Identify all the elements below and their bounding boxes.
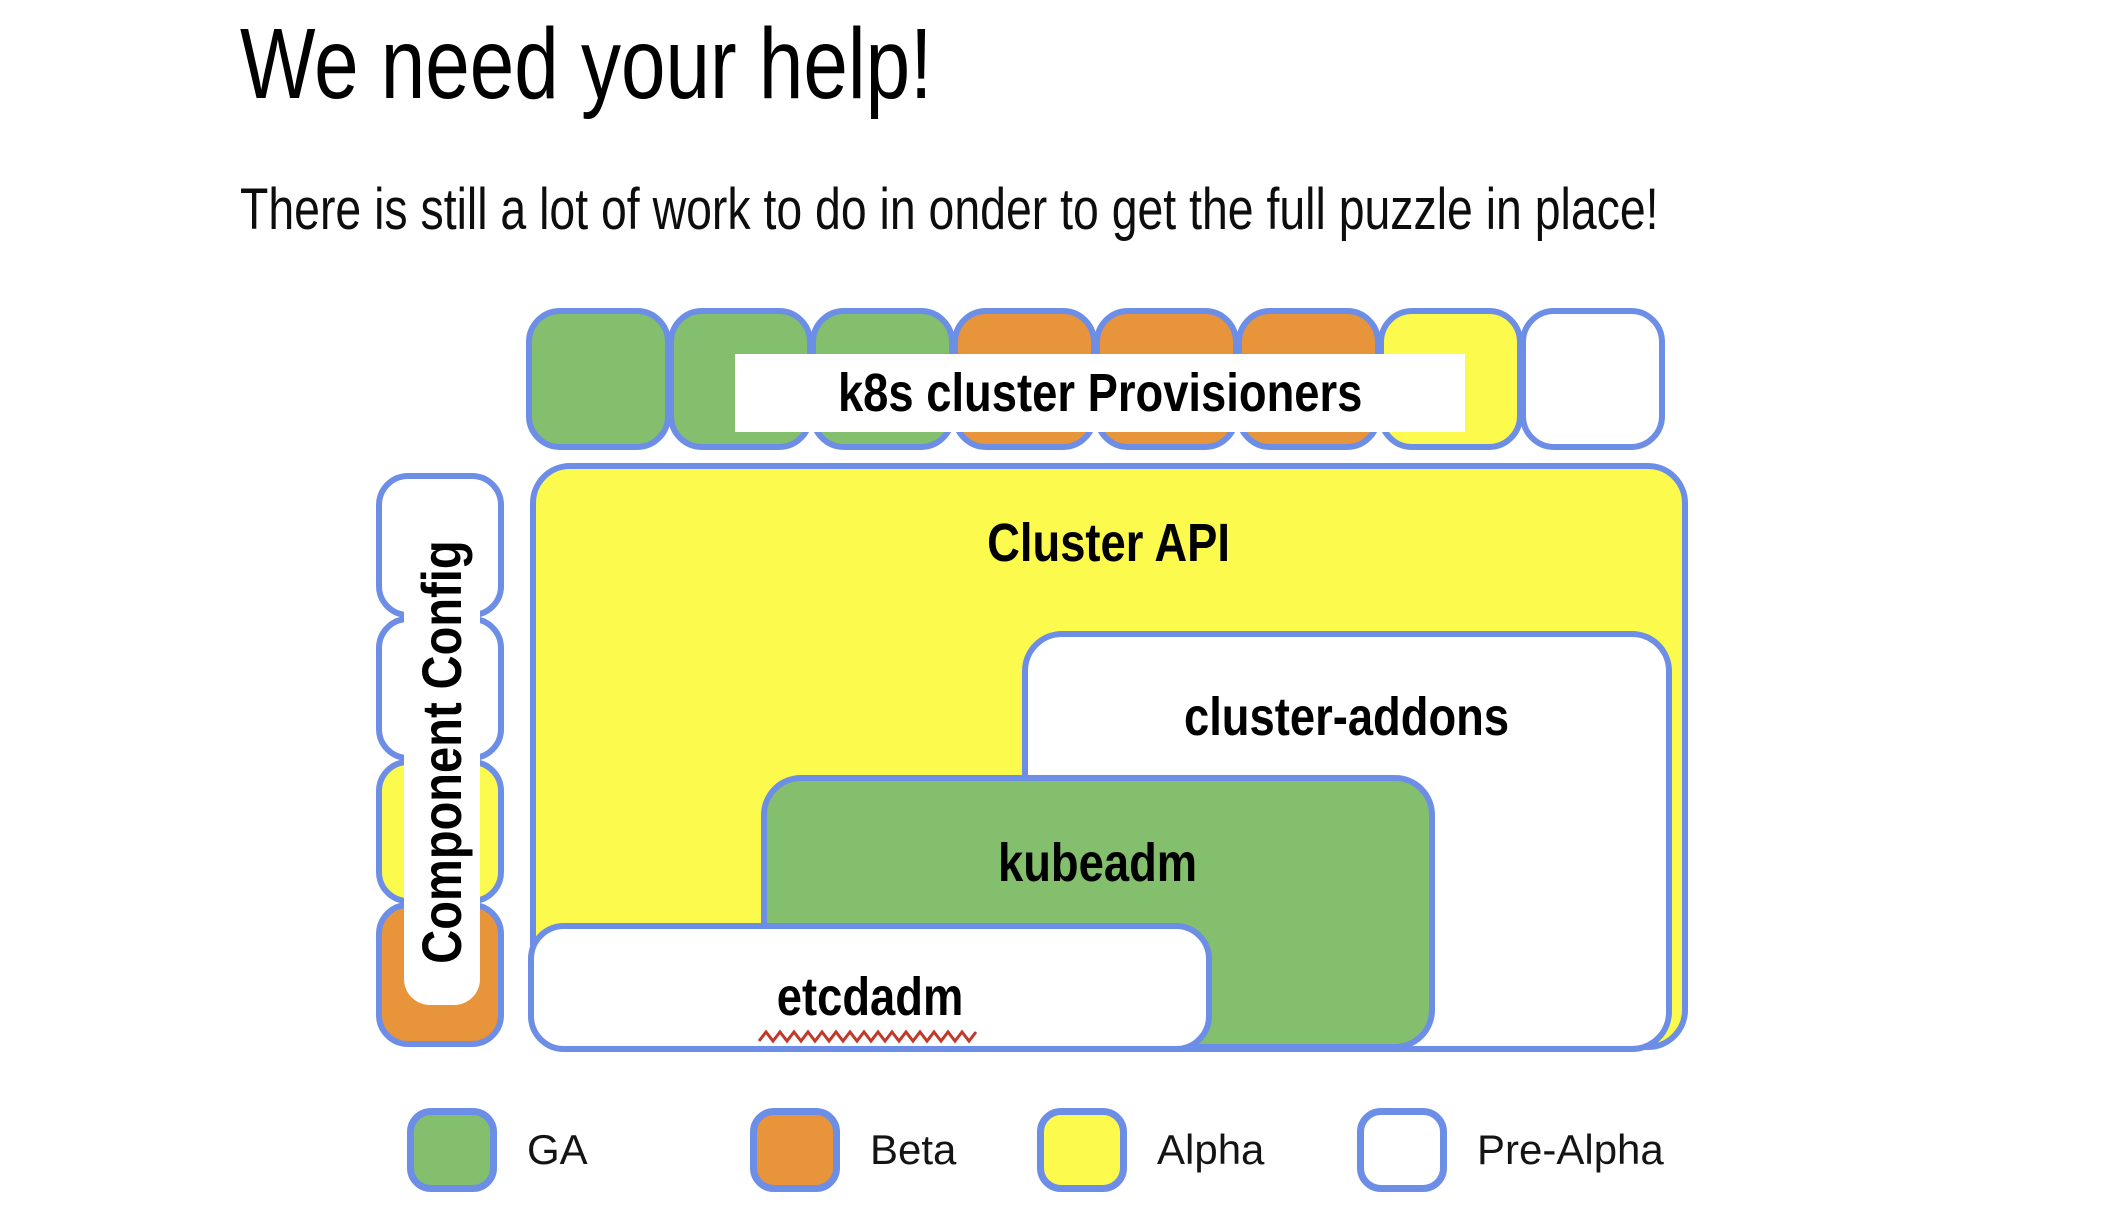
cluster-api-label-box: Cluster API (530, 516, 1688, 570)
component-config-label-strip (404, 505, 480, 1005)
legend-label-ga: GA (527, 1126, 588, 1173)
legend-label-beta: Beta (870, 1126, 957, 1173)
legend-label-pre-alpha: Pre-Alpha (1477, 1126, 1664, 1173)
legend-item-pre-alpha: Pre-Alpha (1357, 1108, 1664, 1192)
legend-label-alpha: Alpha (1157, 1126, 1265, 1173)
component-config-label-box: Component Config (401, 472, 481, 1032)
legend-swatch-alpha (1037, 1108, 1127, 1192)
box-etcdadm (528, 923, 1212, 1052)
legend-item-ga: GA (407, 1108, 588, 1192)
page-title-text: We need your help! (240, 8, 933, 120)
kubeadm-label-box: kubeadm (761, 836, 1435, 890)
legend-swatch-beta (750, 1108, 840, 1192)
page-title: We need your help! (240, 12, 1105, 117)
squiggle-path (758, 1029, 978, 1044)
cluster-addons-label-box: cluster-addons (1022, 690, 1672, 744)
cluster-addons-label: cluster-addons (1184, 687, 1510, 747)
etcdadm-label: etcdadm (776, 967, 964, 1027)
spellcheck-squiggle-icon (758, 1029, 978, 1044)
legend-item-beta: Beta (750, 1108, 956, 1192)
provisioners-label-box: k8s cluster Provisioners (735, 354, 1465, 432)
component-config-label: Component Config (409, 540, 473, 964)
legend-item-alpha: Alpha (1037, 1108, 1264, 1192)
etcdadm-label-box: etcdadm (528, 970, 1212, 1024)
kubeadm-label: kubeadm (998, 833, 1198, 893)
slide-subtitle-text: There is still a lot of work to do in on… (240, 177, 1659, 242)
provisioner-square-1-ga (526, 308, 671, 450)
provisioner-square-8-pre-alpha (1520, 308, 1665, 450)
legend-swatch-ga (407, 1108, 497, 1192)
cluster-api-label: Cluster API (987, 513, 1231, 573)
provisioners-label: k8s cluster Provisioners (837, 363, 1363, 423)
slide-subtitle: There is still a lot of work to do in on… (240, 178, 2013, 242)
legend-swatch-pre-alpha (1357, 1108, 1447, 1192)
